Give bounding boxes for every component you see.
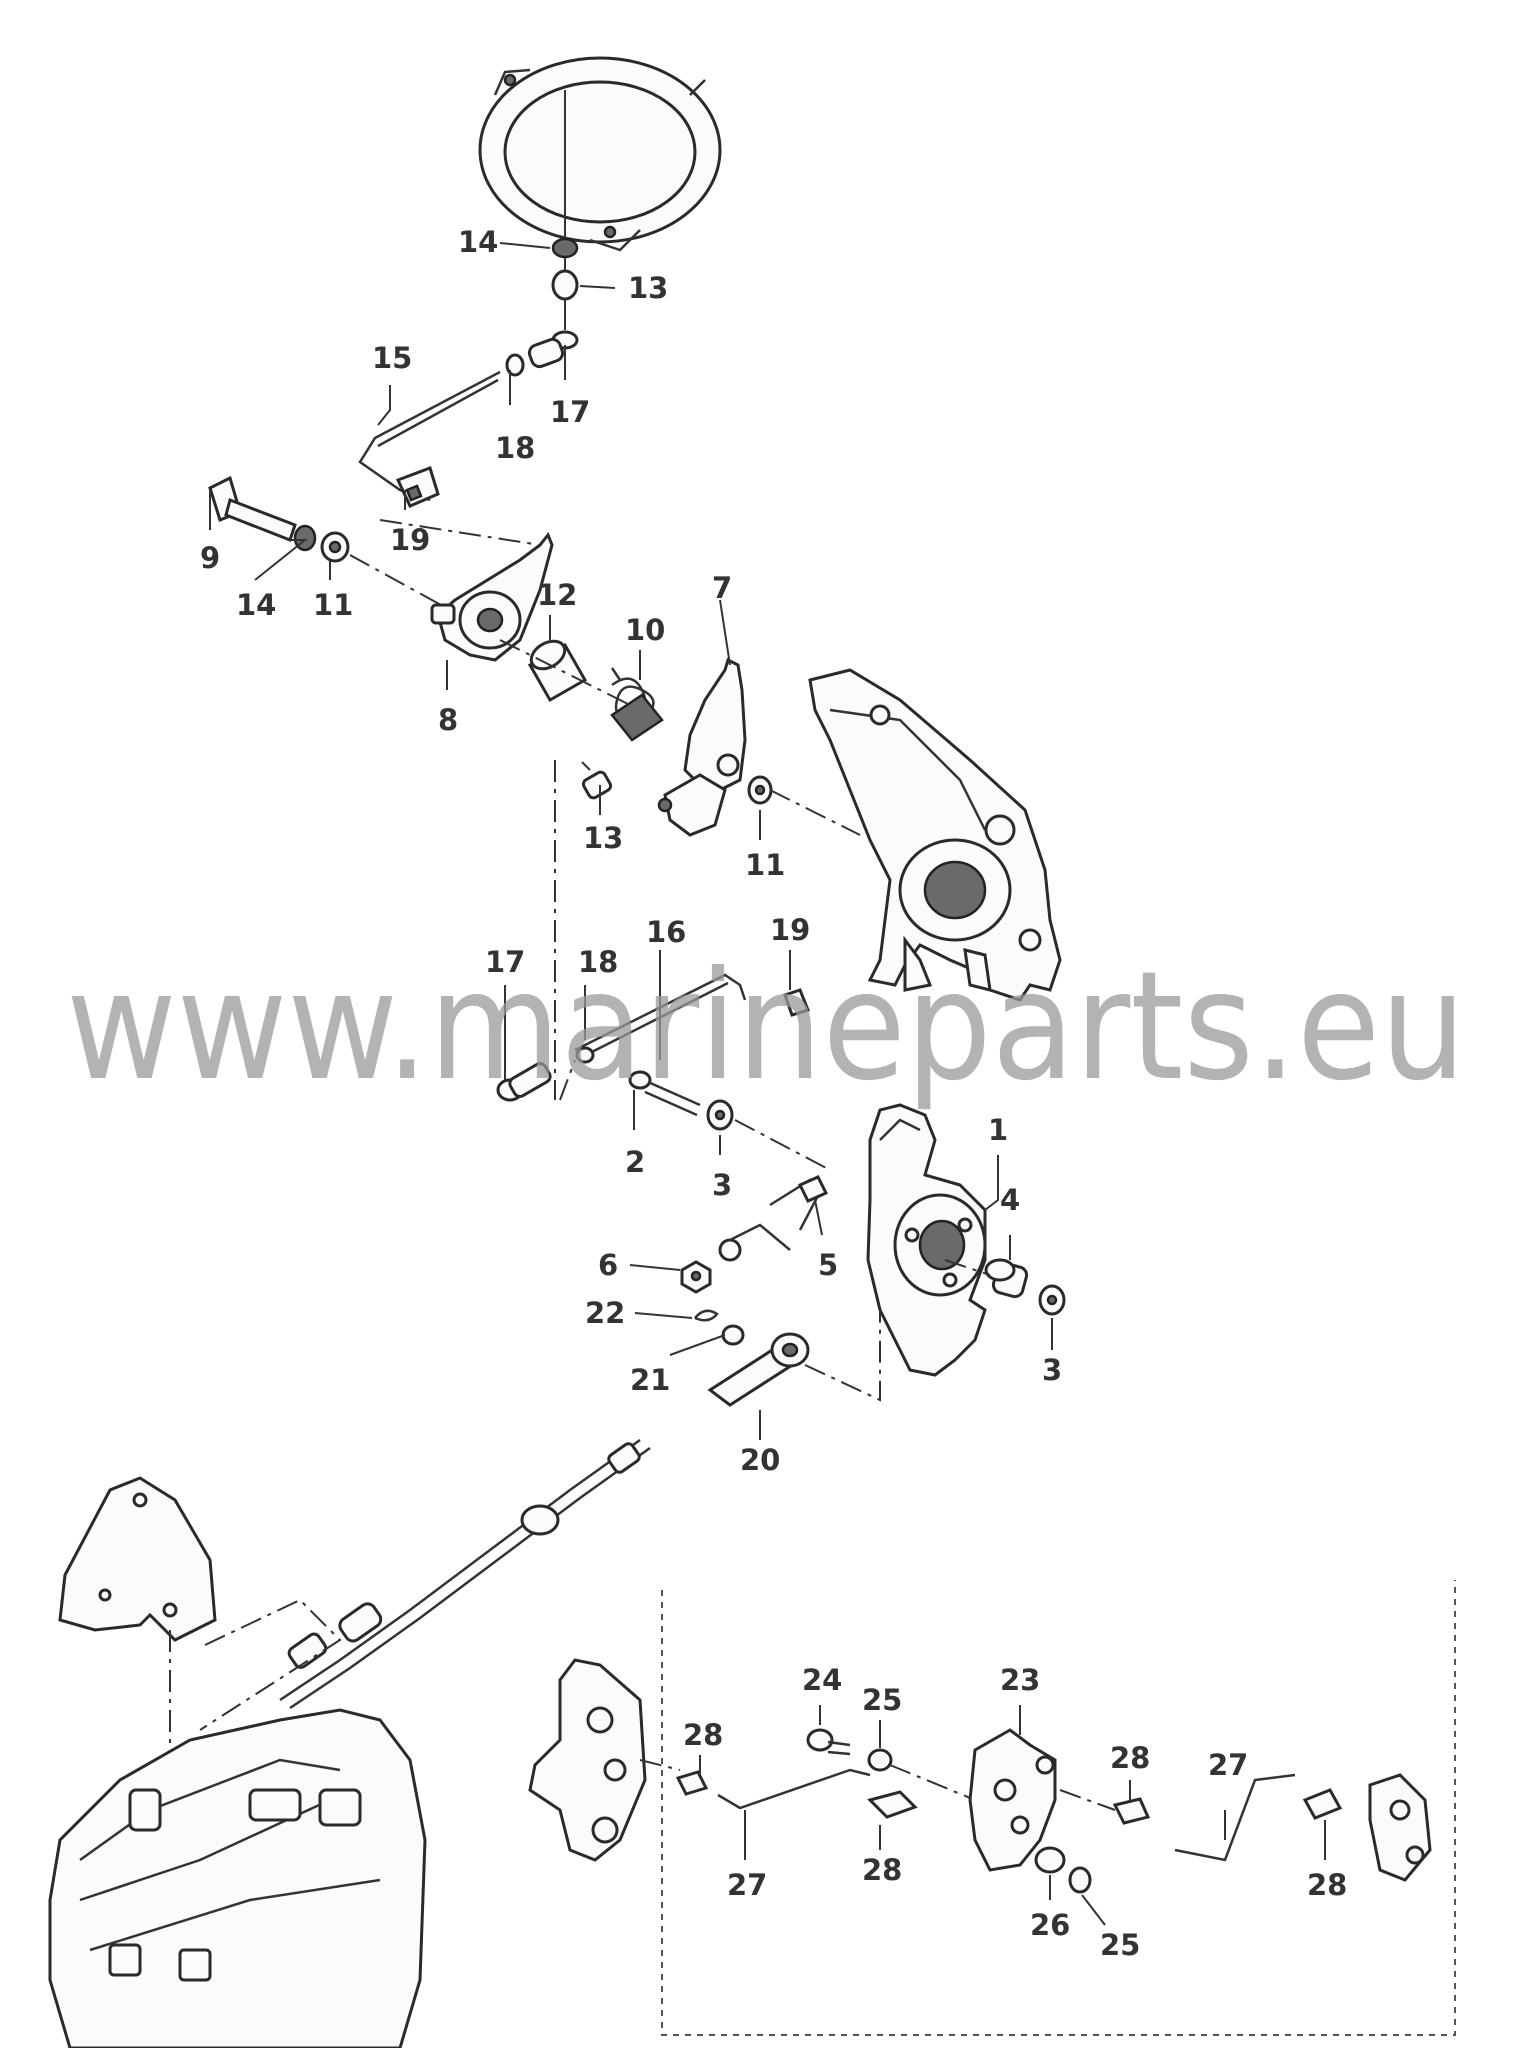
callout-6: 6 bbox=[598, 1248, 618, 1282]
washer-11 bbox=[747, 775, 773, 805]
rod-27a bbox=[717, 1768, 871, 1810]
callout-13: 13 bbox=[583, 821, 623, 855]
clip-19 bbox=[783, 988, 810, 1017]
spring-10 bbox=[610, 667, 664, 742]
callout-20: 20 bbox=[740, 1443, 780, 1477]
callout-27: 27 bbox=[1208, 1748, 1248, 1782]
callout-18: 18 bbox=[578, 945, 618, 979]
callout-14: 14 bbox=[236, 588, 276, 622]
callout-7: 7 bbox=[712, 571, 732, 605]
bolt-9 bbox=[208, 475, 350, 563]
callout-2: 2 bbox=[625, 1145, 645, 1179]
callout-25: 25 bbox=[862, 1683, 902, 1717]
callout-3: 3 bbox=[712, 1168, 732, 1202]
callout-18: 18 bbox=[495, 431, 535, 465]
washer-25b bbox=[1068, 1866, 1092, 1894]
lever-bracket-1 bbox=[866, 1103, 987, 1377]
nut-6 bbox=[680, 1260, 712, 1294]
pin-17 bbox=[496, 1062, 552, 1102]
lever-housing-left bbox=[528, 1658, 647, 1862]
bolt-2 bbox=[628, 1070, 701, 1117]
callout-28: 28 bbox=[1110, 1741, 1150, 1775]
fitting-13 bbox=[581, 761, 613, 800]
throttle-cable bbox=[279, 1438, 651, 1710]
plate-7 bbox=[657, 657, 747, 837]
bottom-cowl-pan bbox=[48, 1708, 427, 2048]
washer-18 bbox=[575, 1046, 595, 1064]
sleeve-12 bbox=[527, 639, 588, 703]
bolt-24 bbox=[806, 1728, 851, 1756]
lever-8 bbox=[430, 532, 554, 662]
callout-28: 28 bbox=[862, 1853, 902, 1887]
clip-22 bbox=[694, 1309, 719, 1322]
link-20 bbox=[707, 1332, 810, 1407]
callout-28: 28 bbox=[683, 1718, 723, 1752]
callout-26: 26 bbox=[1030, 1908, 1070, 1942]
leader-lines bbox=[209, 242, 1326, 1926]
callout-28: 28 bbox=[1307, 1868, 1347, 1902]
callout-17: 17 bbox=[485, 945, 525, 979]
callout-19: 19 bbox=[390, 523, 430, 557]
callout-23: 23 bbox=[1000, 1663, 1040, 1697]
inset-frame bbox=[661, 1580, 1456, 2036]
upper-linkage bbox=[358, 90, 579, 508]
callout-22: 22 bbox=[585, 1296, 625, 1330]
callout-5: 5 bbox=[818, 1248, 838, 1282]
clip-28c bbox=[1112, 1797, 1151, 1825]
callout-14: 14 bbox=[458, 225, 498, 259]
arm-5 bbox=[718, 1175, 829, 1262]
callout-24: 24 bbox=[802, 1663, 842, 1697]
callout-8: 8 bbox=[438, 703, 458, 737]
cable-bracket bbox=[58, 1476, 217, 1642]
callout-12: 12 bbox=[537, 578, 577, 612]
callout-19: 19 bbox=[770, 913, 810, 947]
clip-28b bbox=[867, 1790, 918, 1819]
bushing-4 bbox=[984, 1258, 1029, 1299]
callout-13: 13 bbox=[628, 271, 668, 305]
bushing-26 bbox=[1034, 1846, 1066, 1874]
clip-28d bbox=[1302, 1788, 1343, 1820]
clip-28a bbox=[675, 1770, 709, 1796]
lever-right bbox=[1368, 1773, 1432, 1882]
callout-labels: 14 13 15 18 17 19 9 14 11 12 10 7 8 13 1… bbox=[200, 225, 1347, 1962]
callout-11: 11 bbox=[313, 588, 353, 622]
throttle-bracket-housing bbox=[808, 668, 1062, 1002]
washer-21 bbox=[721, 1324, 745, 1346]
callout-11: 11 bbox=[745, 848, 785, 882]
callout-16: 16 bbox=[646, 915, 686, 949]
callout-9: 9 bbox=[200, 541, 220, 575]
callout-17: 17 bbox=[550, 395, 590, 429]
callout-15: 15 bbox=[372, 341, 412, 375]
washer-25a bbox=[867, 1748, 893, 1772]
watermark-text: www.marineparts.eu bbox=[66, 940, 1466, 1114]
rod-27b bbox=[1174, 1773, 1296, 1862]
callout-25: 25 bbox=[1100, 1928, 1140, 1962]
washer-3b bbox=[1038, 1284, 1066, 1316]
callout-3: 3 bbox=[1042, 1353, 1062, 1387]
callout-4: 4 bbox=[1000, 1183, 1020, 1217]
callout-1: 1 bbox=[988, 1113, 1008, 1147]
rod-16 bbox=[574, 973, 747, 1060]
lever-23 bbox=[968, 1728, 1057, 1872]
ring-gear bbox=[478, 56, 722, 252]
washer-3 bbox=[706, 1099, 734, 1131]
callout-21: 21 bbox=[630, 1363, 670, 1397]
callout-10: 10 bbox=[625, 613, 665, 647]
callout-27: 27 bbox=[727, 1868, 767, 1902]
